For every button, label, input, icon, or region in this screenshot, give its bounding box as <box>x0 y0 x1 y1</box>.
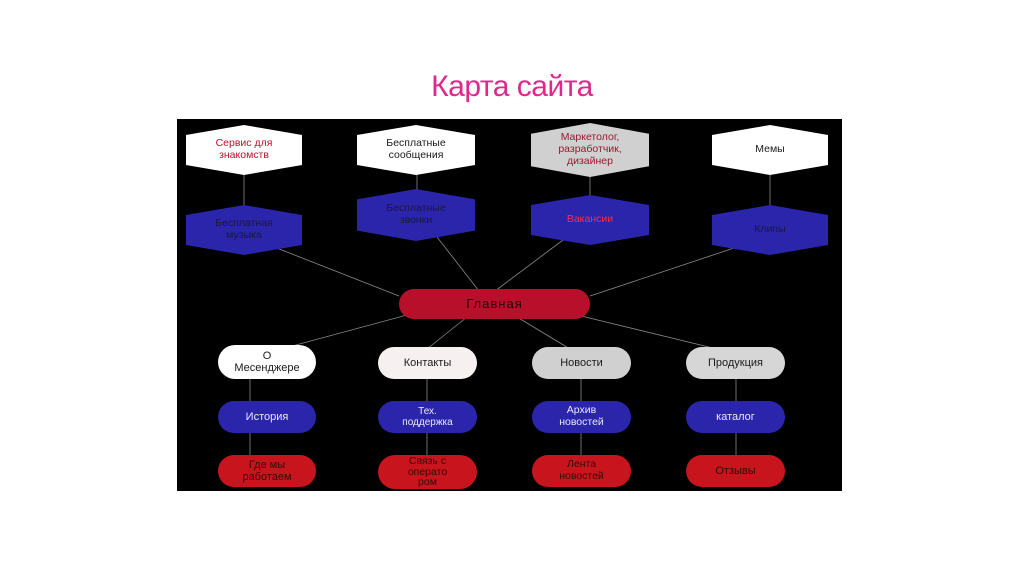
edge-calls-main <box>436 236 480 292</box>
node-dating-service: Сервис для знакомств <box>186 125 302 175</box>
edge-main-contacts <box>426 316 468 350</box>
node-clips: Клипы <box>712 205 828 255</box>
edge-main-news <box>516 316 571 350</box>
sitemap-diagram: Сервис для знакомств Бесплатные сообщени… <box>177 119 842 491</box>
node-free-calls: Бесплатные звонки <box>357 189 475 241</box>
node-free-music: Бесплатная музыка <box>186 205 302 255</box>
page-title: Карта сайта <box>431 70 593 103</box>
node-tech-support: Тех. поддержка <box>378 401 477 433</box>
node-vacancies: Вакансии <box>531 195 649 245</box>
node-news-feed: Лента новостей <box>532 455 631 487</box>
node-history: История <box>218 401 316 433</box>
edge-clips-main <box>589 246 738 297</box>
node-contact-operator: Связь с операто ром <box>378 455 477 489</box>
node-marketer-developer-designer: Маркетолог, разработчик, дизайнер <box>531 123 649 177</box>
node-news: Новости <box>532 347 631 379</box>
node-about-messenger: О Месенджере <box>218 345 316 379</box>
node-main: Главная <box>399 289 590 319</box>
node-products: Продукция <box>686 347 785 379</box>
edge-main-products <box>576 314 718 350</box>
node-catalog: каталог <box>686 401 785 433</box>
edge-music-main <box>263 242 400 297</box>
node-contacts: Контакты <box>378 347 477 379</box>
node-reviews: Отзывы <box>686 455 785 487</box>
node-memes: Мемы <box>712 125 828 175</box>
node-free-messages: Бесплатные сообщения <box>357 125 475 175</box>
diagram-edges <box>243 171 771 455</box>
node-news-archive: Архив новостей <box>532 401 631 433</box>
edge-main-about <box>280 314 408 350</box>
node-where-we-work: Где мы работаем <box>218 455 316 487</box>
edge-vacancies-main <box>494 236 568 292</box>
